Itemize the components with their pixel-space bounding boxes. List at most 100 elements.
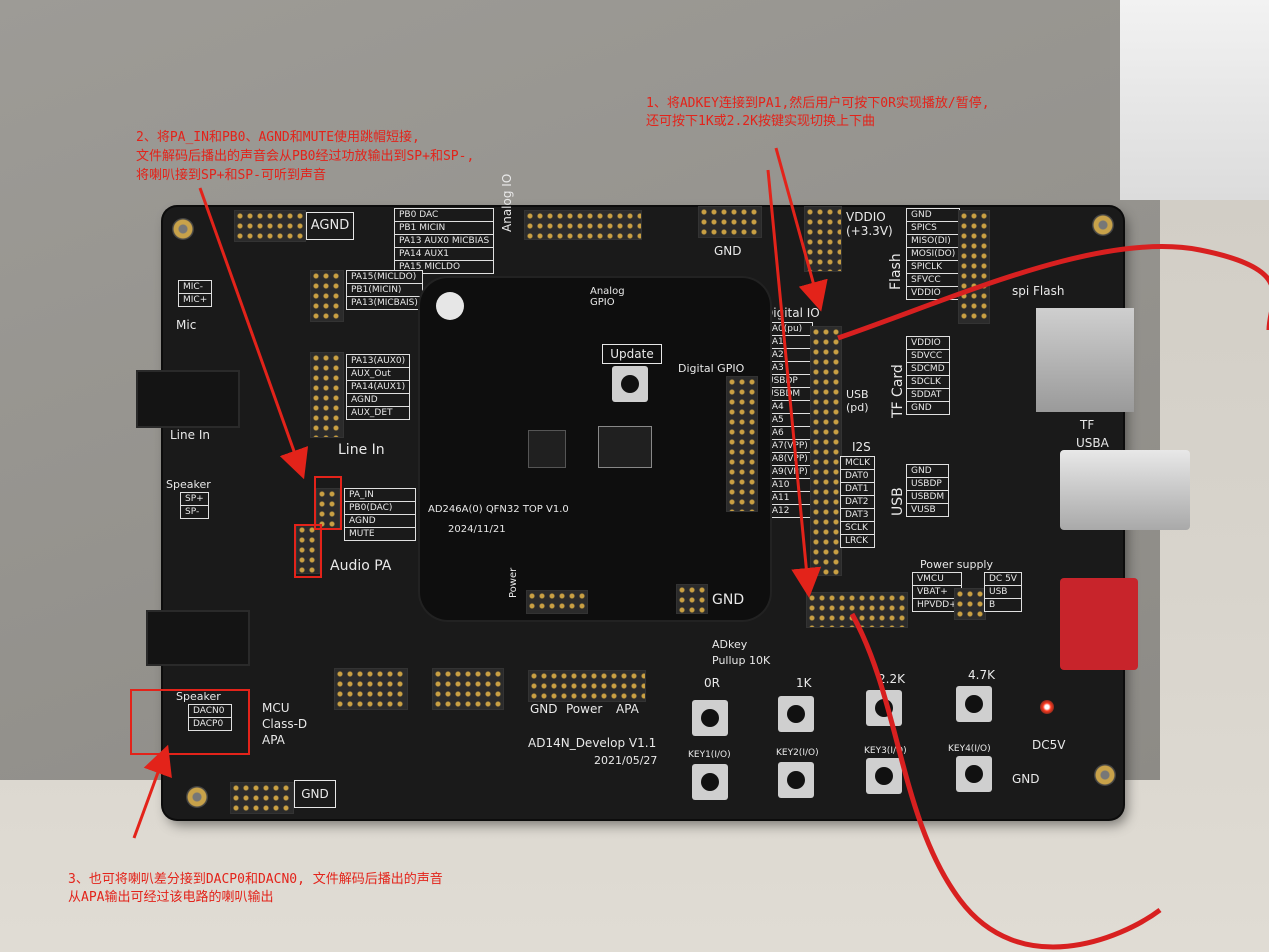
agnd-label: AGND — [306, 212, 354, 240]
key4-label: KEY4(I/O) — [948, 744, 991, 754]
highlight-dac — [130, 689, 250, 755]
flash-chip — [598, 426, 652, 468]
gpa-gnd: GND — [530, 702, 558, 716]
gpa-power: Power — [566, 702, 603, 716]
key2-label: KEY2(I/O) — [776, 748, 819, 758]
module-gnd-label: GND — [712, 592, 745, 608]
power-led — [1040, 700, 1054, 714]
dacn0-pin: DACN0 — [188, 704, 232, 717]
tf-slot — [1036, 308, 1134, 412]
note3-line2: 从APA输出可经过该电路的喇叭输出 — [68, 890, 274, 905]
highlight-mute — [294, 524, 322, 578]
pullup-label: Pullup 10K — [712, 654, 771, 667]
top-map-row: PB1 MICIN — [394, 221, 495, 234]
led-header — [334, 668, 408, 710]
gnd-bottom-label: GND — [294, 780, 336, 808]
usba-label: USBA — [1076, 436, 1109, 450]
line-in-label-2: Line In — [338, 442, 385, 458]
usb-pin: USBDP — [906, 477, 950, 490]
btn-1k[interactable] — [778, 696, 814, 732]
ir-header — [432, 668, 504, 710]
line-in-label: Line In — [170, 428, 210, 442]
mount-hole — [172, 218, 194, 240]
key4-button[interactable] — [956, 756, 992, 792]
chip-module — [420, 278, 770, 620]
dac-pins: DACN0 DACP0 — [188, 704, 232, 731]
key1-button[interactable] — [692, 764, 728, 800]
btn-47k[interactable] — [956, 686, 992, 722]
speaker-label: Speaker — [166, 478, 211, 491]
board-name: AD14N_Develop V1.1 — [528, 736, 657, 750]
usb-pin: USBDM — [906, 490, 950, 503]
update-button[interactable] — [612, 366, 648, 402]
analog-gpio-label: Analog GPIO — [590, 286, 625, 308]
line-pins: PA13(AUX0) AUX_Out PA14(AUX1) AGND AUX_D… — [346, 354, 411, 420]
vmic-pin: PA15(MICLDO) — [346, 270, 423, 283]
power-pins: VMCU VBAT+ HPVDD+ — [912, 572, 962, 612]
mic-label: Mic — [176, 318, 197, 332]
power-supply-label: Power supply — [920, 558, 993, 571]
mic-pin: MIC- — [178, 280, 213, 293]
digital-gpio-header — [726, 376, 758, 512]
tf-pin: GND — [906, 401, 950, 415]
flash-pins: GND SPICS MISO(DI) MOSI(DO) SPICLK SFVCC… — [906, 208, 961, 300]
tf-pin: VDDIO — [906, 336, 950, 349]
line-pin: AUX_Out — [346, 367, 411, 380]
gnd-bottom-header — [230, 782, 294, 814]
pa-pin: PB0(DAC) — [344, 501, 416, 514]
module-name: AD246A(0) QFN32 TOP V1.0 — [428, 504, 569, 515]
spi-flash-label: spi Flash — [1012, 284, 1065, 298]
key3-button[interactable] — [866, 758, 902, 794]
sp-minus: SP- — [180, 505, 209, 519]
earphone-jack — [146, 610, 250, 666]
pa-header-lower — [296, 524, 320, 574]
btn-0r-label: 0R — [704, 676, 720, 690]
key2-button[interactable] — [778, 762, 814, 798]
dc5v-label: DC5V — [1032, 738, 1066, 752]
gnd-header — [698, 206, 762, 238]
power-switch[interactable] — [1060, 578, 1138, 670]
pa-pin: PA_IN — [344, 488, 416, 501]
adkey-label: ADkey — [712, 638, 748, 651]
line-pin: AUX_DET — [346, 406, 411, 420]
gpa-header — [528, 670, 646, 702]
board-date: 2021/05/27 — [594, 754, 658, 767]
top-map-table: PB0 DAC PB1 MICIN PA13 AUX0 MICBIAS PA14… — [394, 208, 495, 274]
digital-gpio-label: Digital GPIO — [678, 362, 745, 375]
mount-hole — [1094, 764, 1116, 786]
line-pin: PA14(AUX1) — [346, 380, 411, 393]
i2s-pins: MCLK DAT0 DAT1 DAT2 DAT3 SCLK LRCK — [840, 456, 875, 548]
i2s-pin: DAT1 — [840, 482, 875, 495]
highlight-pa-in — [314, 476, 342, 530]
line-in-jack — [136, 370, 240, 428]
line-pin: AGND — [346, 393, 411, 406]
tf-label: TF — [1080, 418, 1095, 432]
module-date: 2024/11/21 — [448, 524, 506, 535]
speaker2-label: Speaker — [176, 690, 221, 703]
digital-io-header — [810, 326, 842, 576]
btn-0r[interactable] — [692, 700, 728, 736]
pa-pin: AGND — [344, 514, 416, 527]
module-hole — [436, 292, 464, 320]
usb-a-connector — [1060, 450, 1190, 530]
note1-line2: 还可按下1K或2.2K按键实现切换上下曲 — [646, 114, 875, 129]
power-right-pin: B — [984, 598, 1022, 612]
i2s-pin: DAT2 — [840, 495, 875, 508]
power-right: DC 5V USB B — [984, 572, 1022, 612]
tf-pin: SDDAT — [906, 388, 950, 401]
red-wire-bottom — [849, 612, 1162, 950]
top-map-row: PB0 DAC — [394, 208, 495, 221]
speaker-pins: SP+ SP- — [180, 492, 209, 519]
i2s-label: I2S — [852, 440, 871, 454]
power-right-pin: USB — [984, 585, 1022, 598]
usb-pins: GND USBDP USBDM VUSB — [906, 464, 950, 517]
agnd-header — [234, 210, 306, 242]
update-label: Update — [602, 344, 662, 364]
i2s-pin: DAT3 — [840, 508, 875, 521]
usb-pin: VUSB — [906, 503, 950, 517]
vddio-header — [804, 206, 842, 272]
tf-pin: SDCLK — [906, 375, 950, 388]
tf-pins: VDDIO SDVCC SDCMD SDCLK SDDAT GND — [906, 336, 950, 415]
audio-pa-label: Audio PA — [330, 558, 392, 574]
